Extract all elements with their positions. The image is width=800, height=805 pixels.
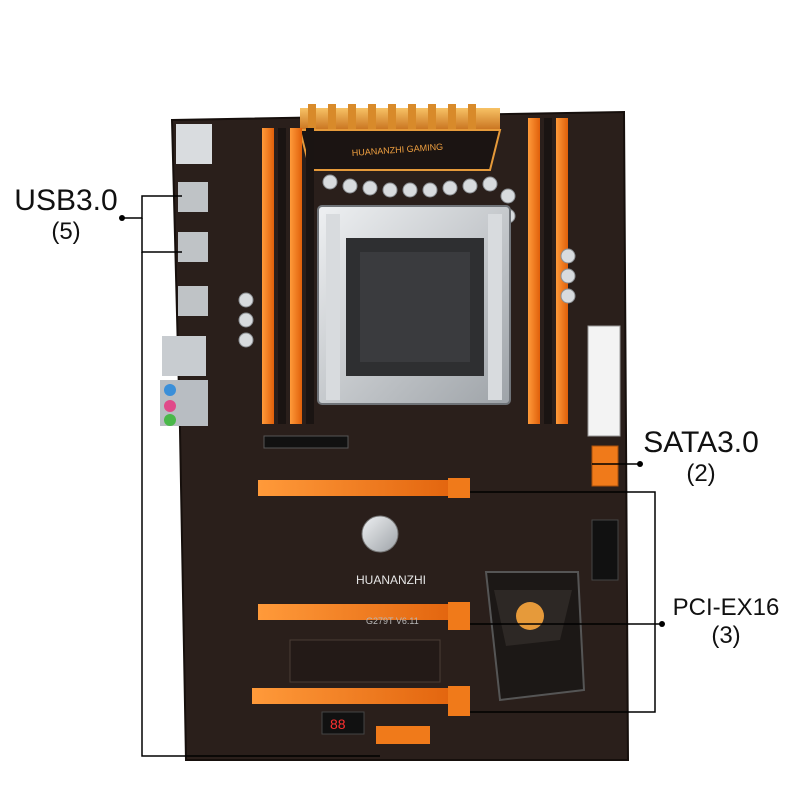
- usb-callout: USB3.0 (5): [4, 186, 128, 244]
- vrm-heatsink: HUANANZHI GAMING: [298, 104, 502, 171]
- sata-callout: SATA3.0 (2): [636, 428, 766, 486]
- sata-port-black: [591, 519, 619, 581]
- pcie-x1-slot: [263, 435, 349, 449]
- leader-lines: [122, 195, 662, 757]
- debug-led: [321, 711, 365, 735]
- m2-slot: [289, 639, 441, 683]
- sata-callout-title: SATA3.0: [643, 426, 759, 459]
- usb-callout-title: USB3.0: [14, 184, 118, 217]
- pcie-x16-slots: [252, 478, 470, 716]
- pcie-callout-title: PCI-EX16: [672, 594, 780, 621]
- cpu-socket: [317, 205, 511, 405]
- pcie-callout-dot: [659, 621, 665, 627]
- sata-callout-dot: [637, 461, 643, 467]
- cmos-battery: [361, 515, 399, 553]
- sata-port-orange: [591, 445, 619, 487]
- chipset-heatsink: [484, 571, 586, 702]
- dimm-slots: [262, 118, 568, 424]
- pcie-callout: PCI-EX16 (3): [656, 596, 796, 648]
- sata-callout-count: (2): [686, 460, 716, 487]
- usb-header: [376, 726, 430, 744]
- pcie-callout-count: (3): [711, 622, 741, 649]
- usb-callout-count: (5): [51, 218, 81, 245]
- usb-callout-dot: [119, 215, 125, 221]
- rear-io: [160, 124, 212, 426]
- atx-power-connector: [587, 325, 621, 437]
- board-model-text: G279T V6.11: [366, 616, 419, 626]
- board-brand-text: HUANANZHI: [356, 573, 426, 587]
- debug-led-text: 88: [330, 716, 346, 732]
